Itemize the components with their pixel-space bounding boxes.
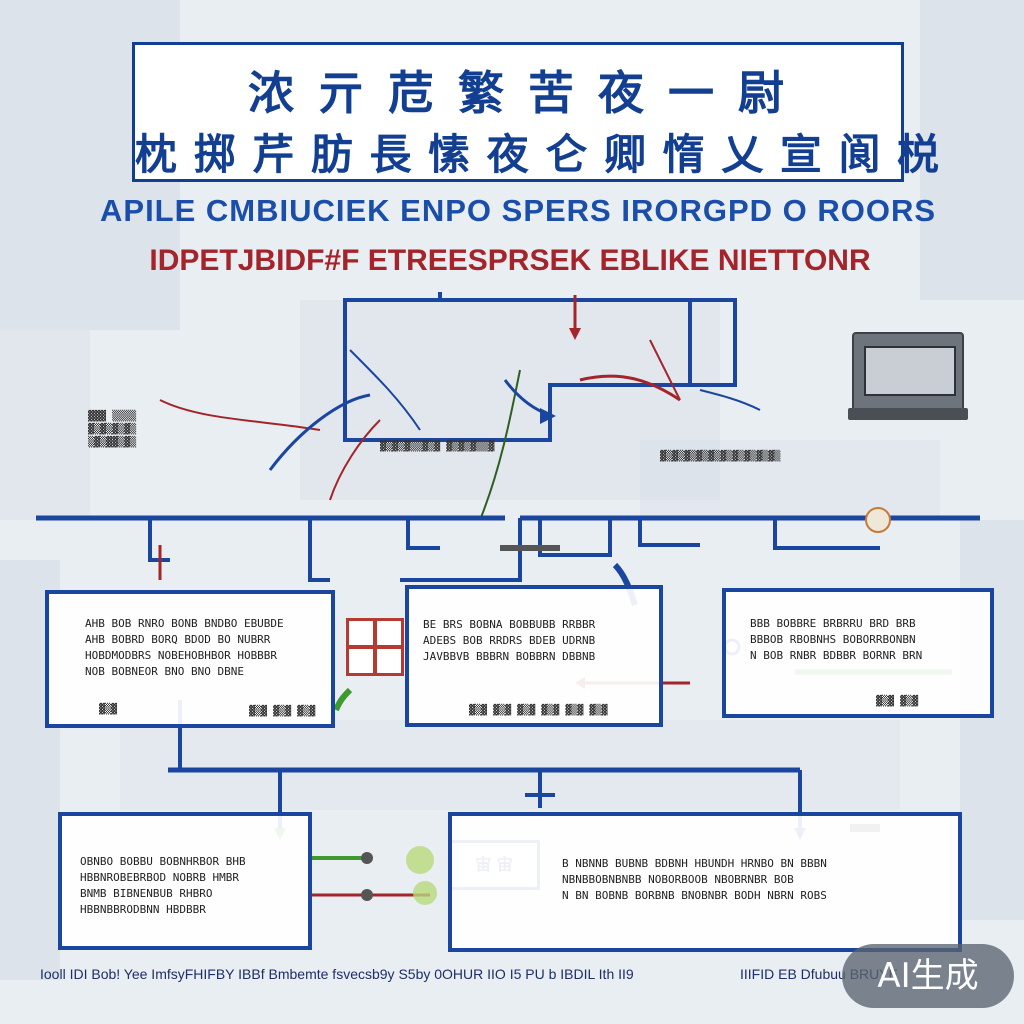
info-box-middle-caption: ▓▒▓ ▓▒▓ ▓▒▓ ▓▒▓ ▓▒▓ ▓▒▓ [469, 705, 608, 716]
info-box-right-text: BBB BOBBRE BRBRRU BRD BRB BBBOB RBOBNHS … [750, 617, 923, 662]
info-box-bottom-left-text: OBNBO BOBBU BOBNHRBOR BHB HBBNROBEBRBOD … [80, 855, 246, 916]
subtitle: APILE CMBIUCIEK ENPO SPERS IRORGPD O ROO… [100, 193, 937, 228]
info-box-right-caption: ▓▒▓ ▓▒▓ [876, 696, 919, 707]
title-line-1: 浓 亓 苊 繁 苦 夜 一 尉 [247, 66, 789, 120]
info-box-bottom-right-text: B NBNNB BUBNB BDBNH HBUNDH HRNBO BN BBBN… [562, 857, 827, 902]
label-top-right: ▓▒▓▒▓▒▓▒▓▒▓▒▓▒▓▒▓▒▓▒ [660, 451, 781, 462]
subtitle-secondary: IDPETJBIDF#F ETREESPRSEK EBLIKE NIETTONR [149, 244, 871, 277]
footer-text-left: Iooll IDI Bob! Yee ImfsyFHIFBY IBBf Bmbe… [40, 966, 634, 982]
monitor-icon [848, 332, 968, 420]
label-top-mid: ▓▒▓▒▓▒▒▓▒▓ ▓▒▓▒▓▒▒▓ [380, 441, 495, 452]
info-box-middle: BE BRS BOBNA BOBBUBB RRBBR ADEBS BOB RRD… [405, 585, 663, 727]
info-box-bottom-left: OBNBO BOBBU BOBNHRBOR BHB HBBNROBEBRBOD … [58, 812, 312, 950]
info-box-middle-text: BE BRS BOBNA BOBBUBB RRBBR ADEBS BOB RRD… [423, 618, 596, 663]
info-box-left-caption-2: ▓▒▓ ▓▒▓ ▓▒▓ [249, 706, 316, 717]
info-box-left-caption: ▓▒▓ [99, 704, 118, 715]
title-box: 浓 亓 苊 繁 苦 夜 一 尉 枕 掷 芹 肪 長 愫 夜 仑 卿 惰 乂 宣 … [132, 42, 941, 182]
window-icon [346, 618, 404, 676]
ai-generated-badge: AI生成 [842, 944, 1014, 1008]
title-line-2: 枕 掷 芹 肪 長 愫 夜 仑 卿 惰 乂 宣 阆 棁 [135, 130, 941, 179]
info-box-left: AHB BOB RNRO BONB BNDBO EBUBDE AHB BOBRD… [45, 590, 335, 728]
info-box-right: BBB BOBBRE BRBRRU BRD BRB BBBOB RBOBNHS … [722, 588, 994, 718]
info-box-bottom-right: B NBNNB BUBNB BDBNH HBUNDH HRNBO BN BBBN… [448, 812, 962, 952]
info-box-left-text: AHB BOB RNRO BONB BNDBO EBUBDE AHB BOBRD… [85, 617, 284, 678]
label-top-left: ▓▓▓ ▒▒▒▒ ▓▒▓▒▓▒▓▒ ▒▓▒▓▓▒▓▒ [88, 411, 137, 448]
